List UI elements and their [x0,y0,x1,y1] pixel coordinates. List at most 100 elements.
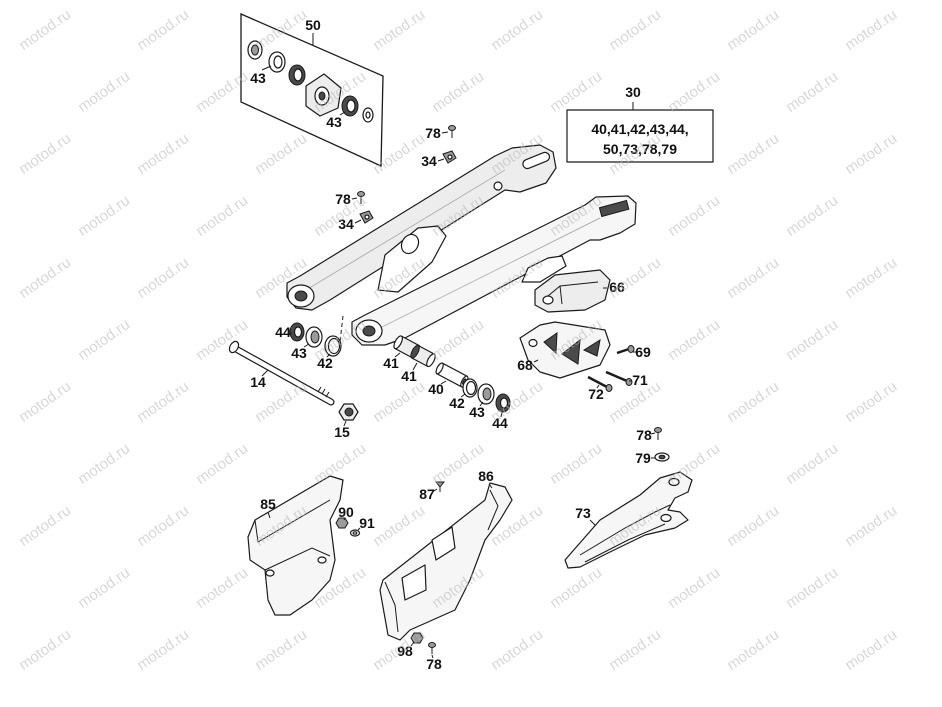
kit-bushing-sleeve [305,73,342,117]
swingarm-pivot-near [355,319,383,343]
watermark-text: motod.ru [134,6,192,54]
leader-line [479,401,484,407]
watermark-text: motod.ru [134,502,192,550]
leader-line [410,641,415,647]
screw-78-mid [357,191,365,204]
callout-43-right: 43 [469,404,485,420]
leader-line [431,654,434,659]
watermark-text: motod.ru [724,378,782,426]
leader-line [326,353,331,358]
leader-line [339,111,346,116]
callout-78-upper: 78 [425,125,441,141]
kit-washer [362,107,374,123]
watermark-text: motod.ru [75,564,133,612]
watermark-text: motod.ru [547,440,605,488]
screw-87 [434,481,446,492]
watermark-text: motod.ru [429,316,487,364]
watermark-text: motod.ru [75,192,133,240]
kit-contents-box: 40,41,42,43,44, 50,73,78,79 [566,109,714,163]
bolt-71 [605,370,633,386]
chain-guard-bracket [379,482,513,641]
watermark-text: motod.ru [134,130,192,178]
kit-ring-small [247,40,263,60]
callout-87: 87 [419,486,435,502]
kit-contents-line1: 40,41,42,43,44, [591,121,688,137]
watermark-text: motod.ru [429,68,487,116]
swingarm-pivot-far [287,284,315,308]
leader-line [261,369,269,377]
callout-78-mid: 78 [335,191,351,207]
callout-43-kit-b: 43 [326,114,342,130]
leader-line [303,343,310,348]
kit-contents-line2: 50,73,78,79 [603,141,677,157]
watermark-text: motod.ru [16,6,74,54]
watermark-text: motod.ru [783,440,841,488]
kit-ring-43-b [341,95,359,117]
watermark-text: motod.ru [16,254,74,302]
bearing-43-right [477,383,495,405]
watermark-text: motod.ru [488,626,546,674]
clip-34-upper [442,150,457,164]
seal-44-left [289,322,305,342]
watermark-text: motod.ru [783,192,841,240]
guard-plate [247,475,344,616]
watermark-text: motod.ru [134,626,192,674]
screw-78-lower [428,642,436,654]
leader-line [354,219,362,224]
watermark-text: motod.ru [370,6,428,54]
swingarm-axle [228,340,335,406]
watermark-text: motod.ru [724,254,782,302]
chain-guide-upper [534,269,611,313]
callout-66: 66 [609,279,625,295]
watermark-text: motod.ru [606,6,664,54]
watermark-text: motod.ru [16,130,74,178]
watermark-text: motod.ru [193,316,251,364]
watermark-text: motod.ru [16,626,74,674]
watermark-text: motod.ru [842,378,900,426]
callout-41-a: 41 [383,355,399,371]
leader-line [533,359,539,363]
washer-79 [654,452,670,462]
bolt-72 [587,375,613,392]
axle-nut [338,403,359,421]
watermark-text: motod.ru [370,130,428,178]
bolt-69 [616,345,635,355]
callout-42-left: 42 [317,355,333,371]
kit-bearing [288,64,306,86]
ring-42-right [462,378,478,398]
callout-15: 15 [334,424,350,440]
leader-line [440,380,447,385]
watermark-text: motod.ru [842,6,900,54]
clip-34-mid [359,210,374,224]
leader-line [357,527,361,531]
leader-line [650,432,656,435]
watermark-text: motod.ru [193,440,251,488]
watermark-text: motod.ru [252,130,310,178]
callout-30: 30 [625,84,641,100]
watermark-text: motod.ru [75,68,133,116]
bearing-43-left [305,326,323,348]
chain-slider [564,471,693,569]
leader-lines [261,33,656,659]
callout-71: 71 [632,372,648,388]
nut-98 [410,632,424,644]
watermark-text: motod.ru [134,254,192,302]
watermark-text: motod.ru [842,254,900,302]
leader-line [343,420,347,427]
watermark-text: motod.ru [370,378,428,426]
watermark-text: motod.ru [193,192,251,240]
watermark-text: motod.ru [783,68,841,116]
swingarm [286,144,637,346]
callout-86: 86 [478,468,494,484]
leader-line [267,511,271,519]
watermark-text: motod.ru [724,626,782,674]
callout-79: 79 [635,450,651,466]
leader-line [589,519,596,526]
leader-line [437,158,445,162]
watermark-text: motod.ru [783,564,841,612]
ring-42-left [324,335,342,357]
seal-44-right [495,393,511,413]
watermark-text: motod.ru [16,502,74,550]
callout-91: 91 [359,515,375,531]
